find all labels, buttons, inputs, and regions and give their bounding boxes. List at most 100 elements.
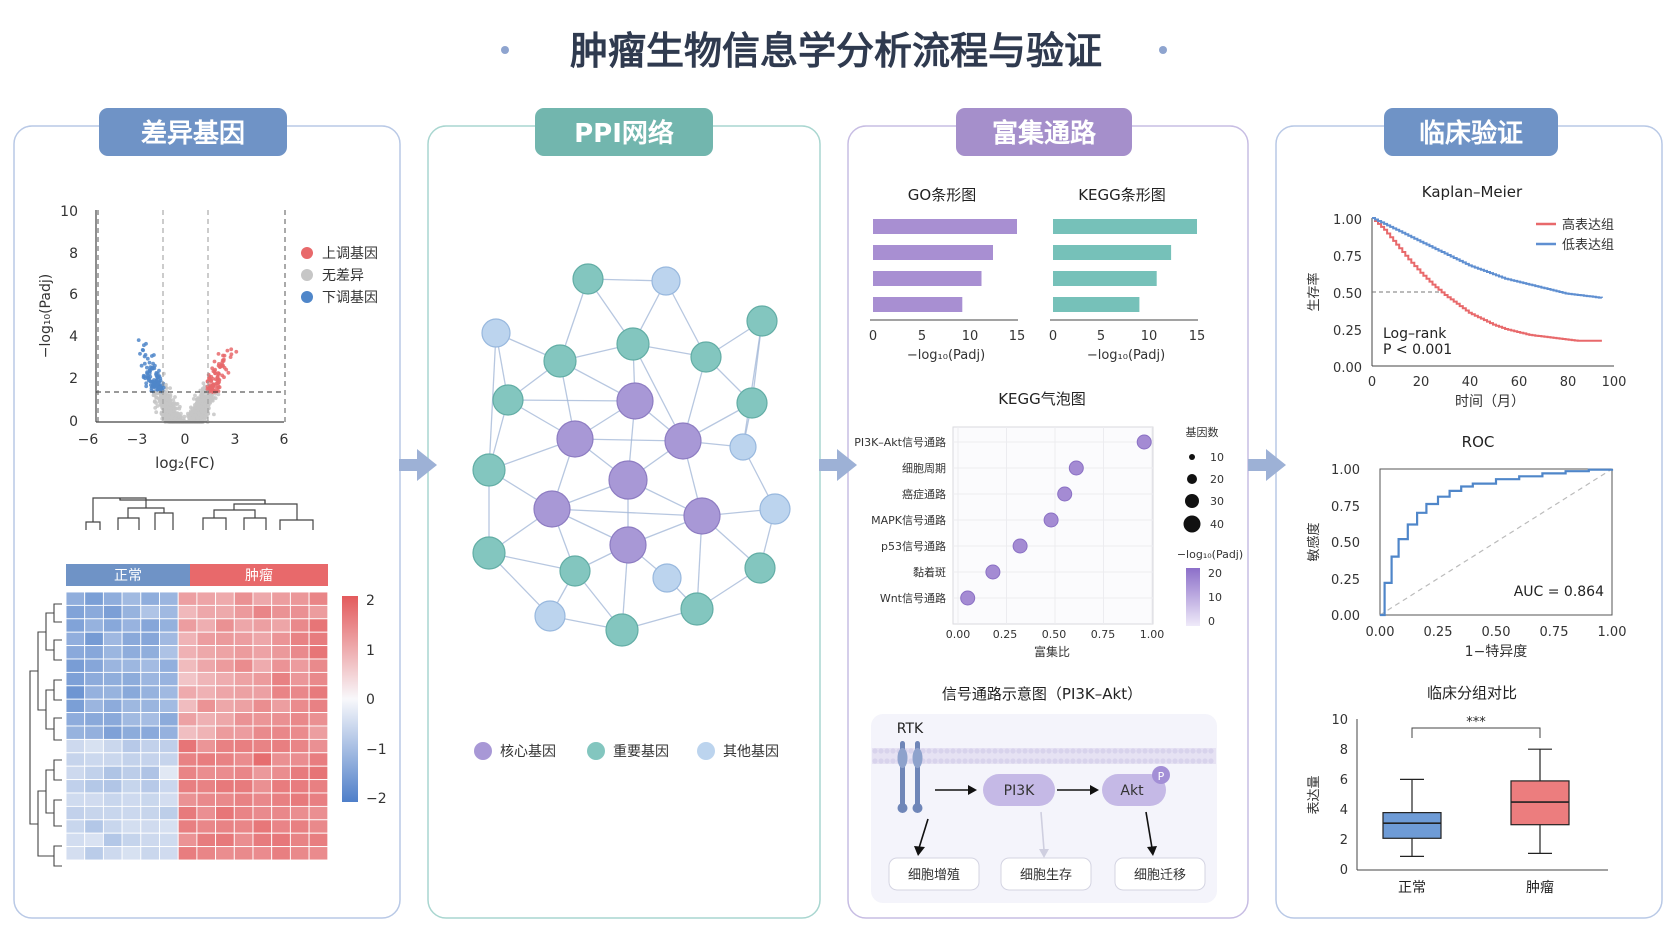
bar bbox=[873, 271, 982, 286]
ppi-nodes bbox=[472, 263, 791, 647]
heatmap-cell bbox=[271, 698, 291, 714]
flow-arrow-1 bbox=[399, 449, 437, 481]
kegg-x-tick: 0 bbox=[1049, 329, 1057, 344]
heatmap-cell bbox=[84, 685, 104, 700]
volcano-point bbox=[164, 408, 169, 413]
roc-x-tick: 0.00 bbox=[1366, 625, 1395, 640]
heatmap-cell bbox=[215, 645, 235, 660]
volcano-point bbox=[204, 398, 209, 403]
ppi-node bbox=[690, 341, 722, 373]
heatmap-cell bbox=[271, 846, 291, 861]
phospho-label: P bbox=[1158, 770, 1165, 783]
outcome-proliferation bbox=[888, 857, 980, 891]
ppi-node bbox=[543, 344, 577, 378]
membrane-bead bbox=[1106, 748, 1112, 754]
membrane-bead bbox=[1166, 748, 1172, 754]
heatmap-cell bbox=[102, 819, 123, 834]
heatmap-cell bbox=[289, 725, 310, 740]
roc-y-tick: 1.00 bbox=[1331, 463, 1360, 478]
bubble bbox=[1043, 512, 1059, 528]
heatmap-cell bbox=[84, 604, 104, 620]
heatmap-cell bbox=[159, 752, 179, 767]
bubble bbox=[1012, 538, 1028, 554]
membrane-bead bbox=[1172, 758, 1178, 764]
heatmap-cell bbox=[233, 779, 254, 794]
membrane-bead bbox=[1058, 758, 1064, 764]
heatmap-cell bbox=[289, 698, 310, 714]
heatmap-cell bbox=[140, 725, 160, 740]
heatmap-cell bbox=[233, 685, 254, 700]
legend-down-marker bbox=[301, 291, 313, 303]
heatmap-cell bbox=[196, 631, 217, 647]
volcano-point bbox=[146, 373, 150, 378]
membrane-bead bbox=[1148, 758, 1154, 764]
title-dot-left bbox=[501, 46, 509, 54]
roc-reference-line bbox=[1379, 468, 1613, 616]
heatmap-cell bbox=[196, 779, 217, 794]
heatmap-cell bbox=[196, 752, 217, 767]
heatmap-cell bbox=[252, 645, 273, 660]
heatmap-cell bbox=[271, 604, 291, 620]
volcano-point bbox=[175, 406, 179, 411]
heatmap-cell bbox=[65, 725, 86, 740]
heatmap-cell bbox=[233, 846, 254, 861]
membrane-bead bbox=[1016, 758, 1022, 764]
volcano-point bbox=[151, 361, 156, 366]
heatmap-cell bbox=[271, 725, 291, 740]
heatmap-cell bbox=[308, 805, 329, 821]
membrane-bead bbox=[1208, 748, 1214, 754]
volcano-x-tick: 0 bbox=[181, 432, 190, 448]
heatmap-cell bbox=[289, 819, 310, 834]
boxes bbox=[1382, 748, 1570, 858]
volcano-point bbox=[196, 416, 200, 420]
heatmap-cell bbox=[121, 685, 142, 700]
ppi-node bbox=[664, 422, 702, 460]
volcano-point bbox=[210, 376, 215, 381]
heatmap-cell bbox=[102, 685, 123, 700]
heatmap-cell bbox=[177, 712, 198, 727]
membrane-bead bbox=[968, 748, 974, 754]
volcano-point bbox=[188, 415, 193, 420]
heatmap-cell bbox=[215, 752, 235, 767]
ppi-node bbox=[608, 460, 648, 500]
bar bbox=[1053, 271, 1157, 286]
heatmap-cell bbox=[177, 698, 198, 714]
heatmap-cell bbox=[140, 591, 160, 606]
heatmap-cell bbox=[215, 846, 235, 861]
bar bbox=[1053, 219, 1197, 234]
heatmap-cell bbox=[308, 604, 329, 620]
heatmap-cell bbox=[233, 832, 254, 848]
km-x-tick: 40 bbox=[1462, 375, 1479, 390]
heatmap-cell bbox=[140, 618, 160, 633]
heatmap-cell bbox=[289, 712, 310, 727]
membrane-bead bbox=[1160, 748, 1166, 754]
heatmap-cell bbox=[121, 618, 142, 633]
volcano-point bbox=[141, 348, 146, 353]
heatmap-cell bbox=[196, 792, 217, 807]
roc-y-tick: 0.50 bbox=[1331, 536, 1360, 551]
legend-ns-label: 无差异 bbox=[322, 268, 364, 284]
ppi-node bbox=[559, 555, 591, 587]
heatmap-cell bbox=[121, 805, 142, 821]
membrane-bead bbox=[920, 748, 926, 754]
ppi-node bbox=[759, 493, 791, 525]
membrane-bead bbox=[1088, 758, 1094, 764]
heatmap-cell bbox=[215, 819, 235, 834]
ppi-node bbox=[609, 526, 647, 564]
membrane-bead bbox=[1010, 758, 1016, 764]
heatmap-cell bbox=[177, 819, 198, 834]
ppi-node bbox=[481, 318, 511, 348]
legend-important-marker bbox=[587, 742, 605, 760]
pi3k-node bbox=[983, 774, 1055, 806]
membrane-bead bbox=[1100, 748, 1106, 754]
heatmap-cell bbox=[159, 645, 179, 660]
volcano-point bbox=[203, 407, 208, 412]
volcano-point bbox=[147, 368, 152, 373]
bubble-x-label: 富集比 bbox=[1034, 644, 1070, 659]
kegg-bubble-chart: KEGG气泡图 PI3K–Akt信号通路细胞周期癌症通路MAPK信号通路p53信… bbox=[854, 390, 1243, 659]
volcano-point bbox=[221, 353, 225, 358]
heatmap-cell bbox=[252, 631, 273, 647]
heatmap-cell bbox=[308, 765, 329, 781]
membrane-bead bbox=[1124, 748, 1130, 754]
